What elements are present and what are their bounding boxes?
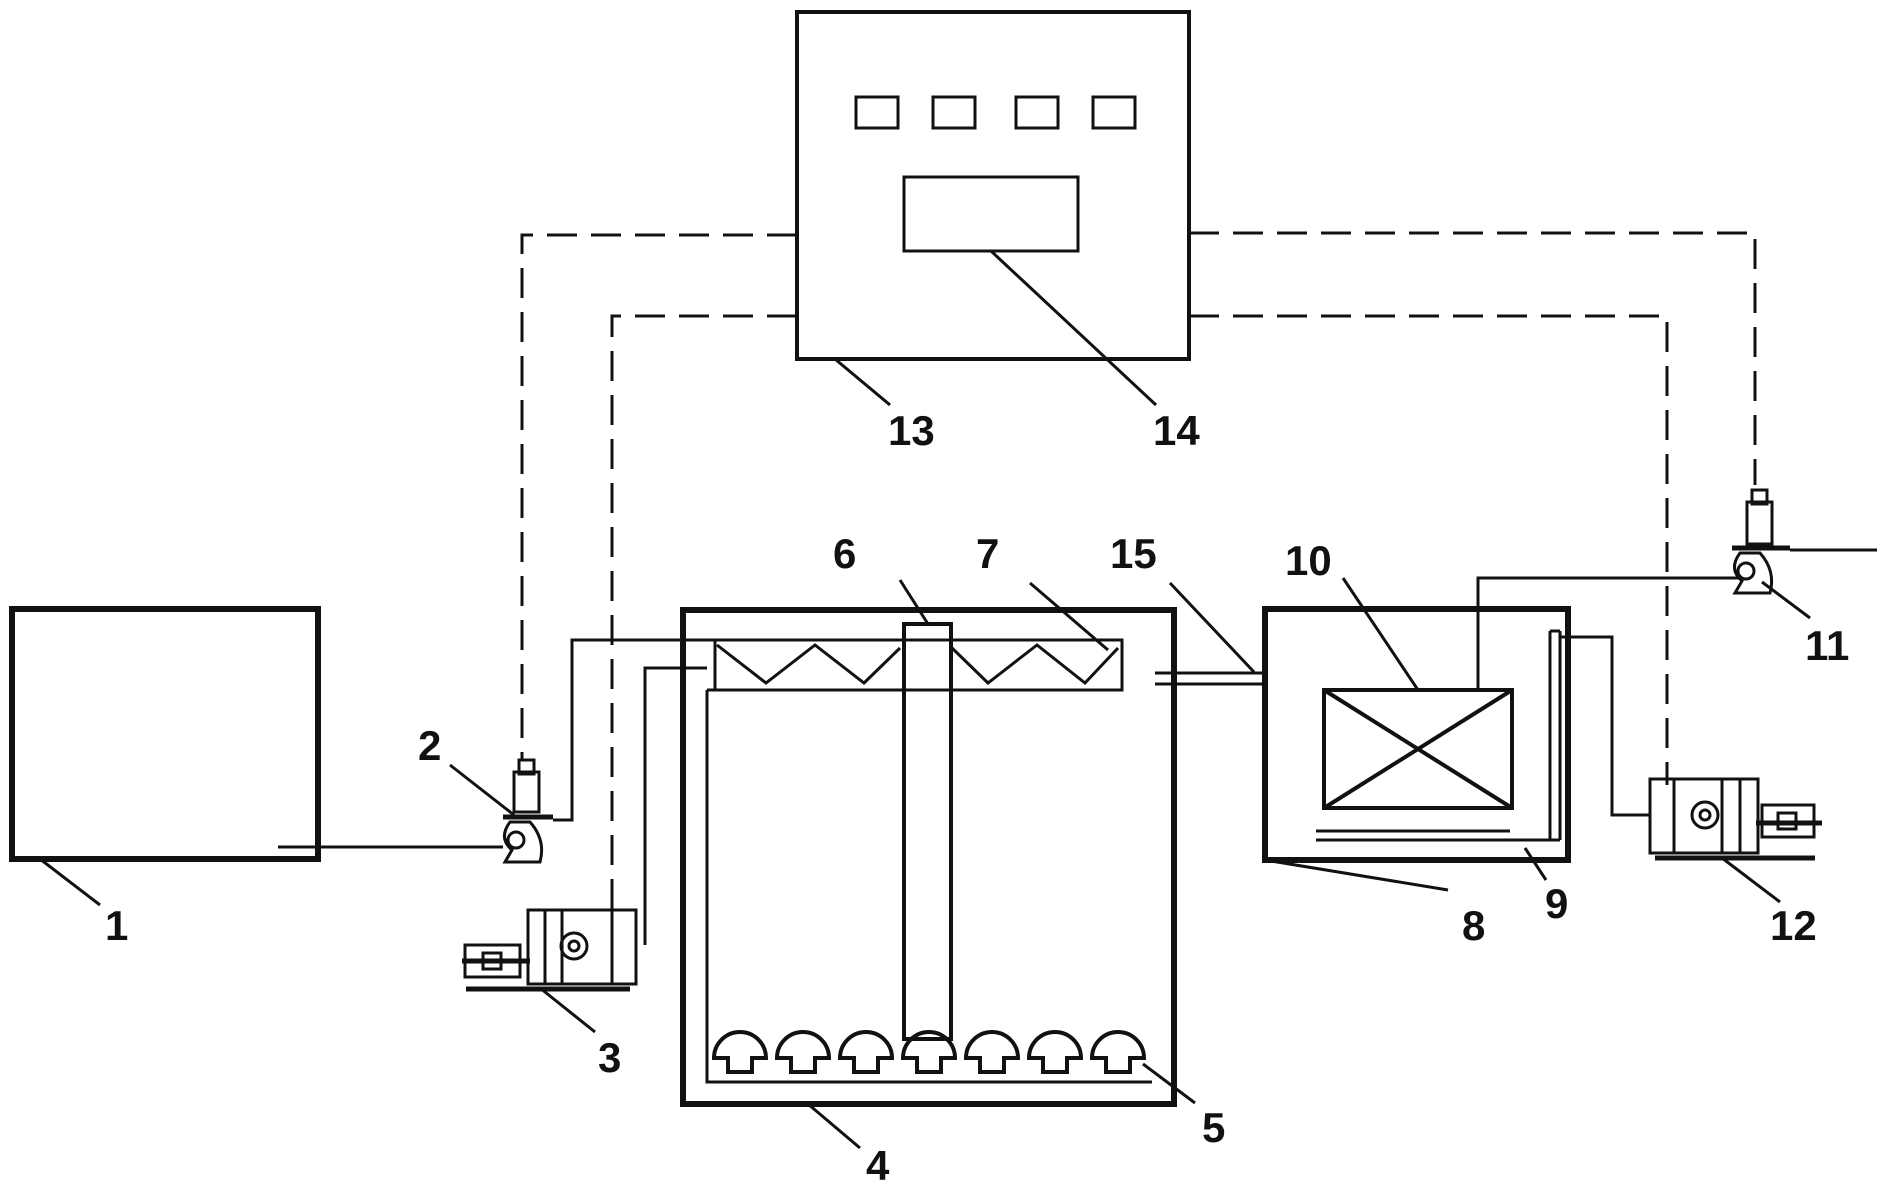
membrane-tank — [1262, 606, 1571, 863]
label-11: 11 — [1805, 622, 1849, 669]
aeration-tank — [680, 607, 1177, 1107]
label-12: 12 — [1770, 902, 1817, 949]
label-7: 7 — [976, 530, 999, 577]
label-8: 8 — [1462, 902, 1485, 949]
membrane-module — [1322, 688, 1514, 810]
aerator-3 — [837, 1030, 895, 1074]
aerator-6 — [1026, 1030, 1084, 1074]
aerator-1 — [711, 1030, 769, 1074]
aerator-row — [711, 1030, 1147, 1074]
label-1: 1 — [105, 902, 128, 949]
label-6: 6 — [833, 530, 856, 577]
indicator-light-2 — [931, 95, 977, 130]
blower-12 — [1648, 777, 1822, 861]
suction-pump-11 — [1732, 488, 1790, 595]
leader-lines — [39, 249, 1811, 1150]
label-13: 13 — [888, 407, 935, 454]
label-14: 14 — [1153, 407, 1200, 454]
connecting-pipe — [1155, 671, 1268, 686]
indicator-light-3 — [1014, 95, 1060, 130]
indicator-light-1 — [854, 95, 900, 130]
label-2: 2 — [418, 722, 441, 769]
overflow-weir — [713, 638, 1124, 692]
label-9: 9 — [1545, 880, 1568, 927]
membrane-air-pipe — [1560, 635, 1650, 817]
label-10: 10 — [1285, 537, 1332, 584]
pump-2-discharge-pipe — [553, 638, 917, 822]
label-15: 15 — [1110, 530, 1157, 577]
aerator-4 — [900, 1030, 958, 1074]
indicator-light-4 — [1091, 95, 1137, 130]
control-cabinet — [795, 10, 1191, 361]
central-pipe — [902, 622, 953, 1041]
aerator-2 — [774, 1030, 832, 1074]
label-5: 5 — [1202, 1104, 1225, 1151]
raw-water-tank — [9, 606, 321, 862]
label-4: 4 — [866, 1142, 890, 1188]
blower-3 — [462, 908, 638, 992]
effluent-pipe — [1476, 576, 1740, 690]
air-supply-pipe — [643, 666, 707, 945]
submersible-pump-2 — [502, 758, 553, 864]
display-screen — [902, 175, 1080, 253]
aeration-pipe — [1316, 629, 1562, 842]
tank-4-inner-lining — [705, 690, 1152, 1084]
aerator-5 — [963, 1030, 1021, 1074]
aerator-7 — [1089, 1030, 1147, 1074]
control-signal-lines — [520, 231, 1757, 910]
label-3: 3 — [598, 1034, 621, 1081]
